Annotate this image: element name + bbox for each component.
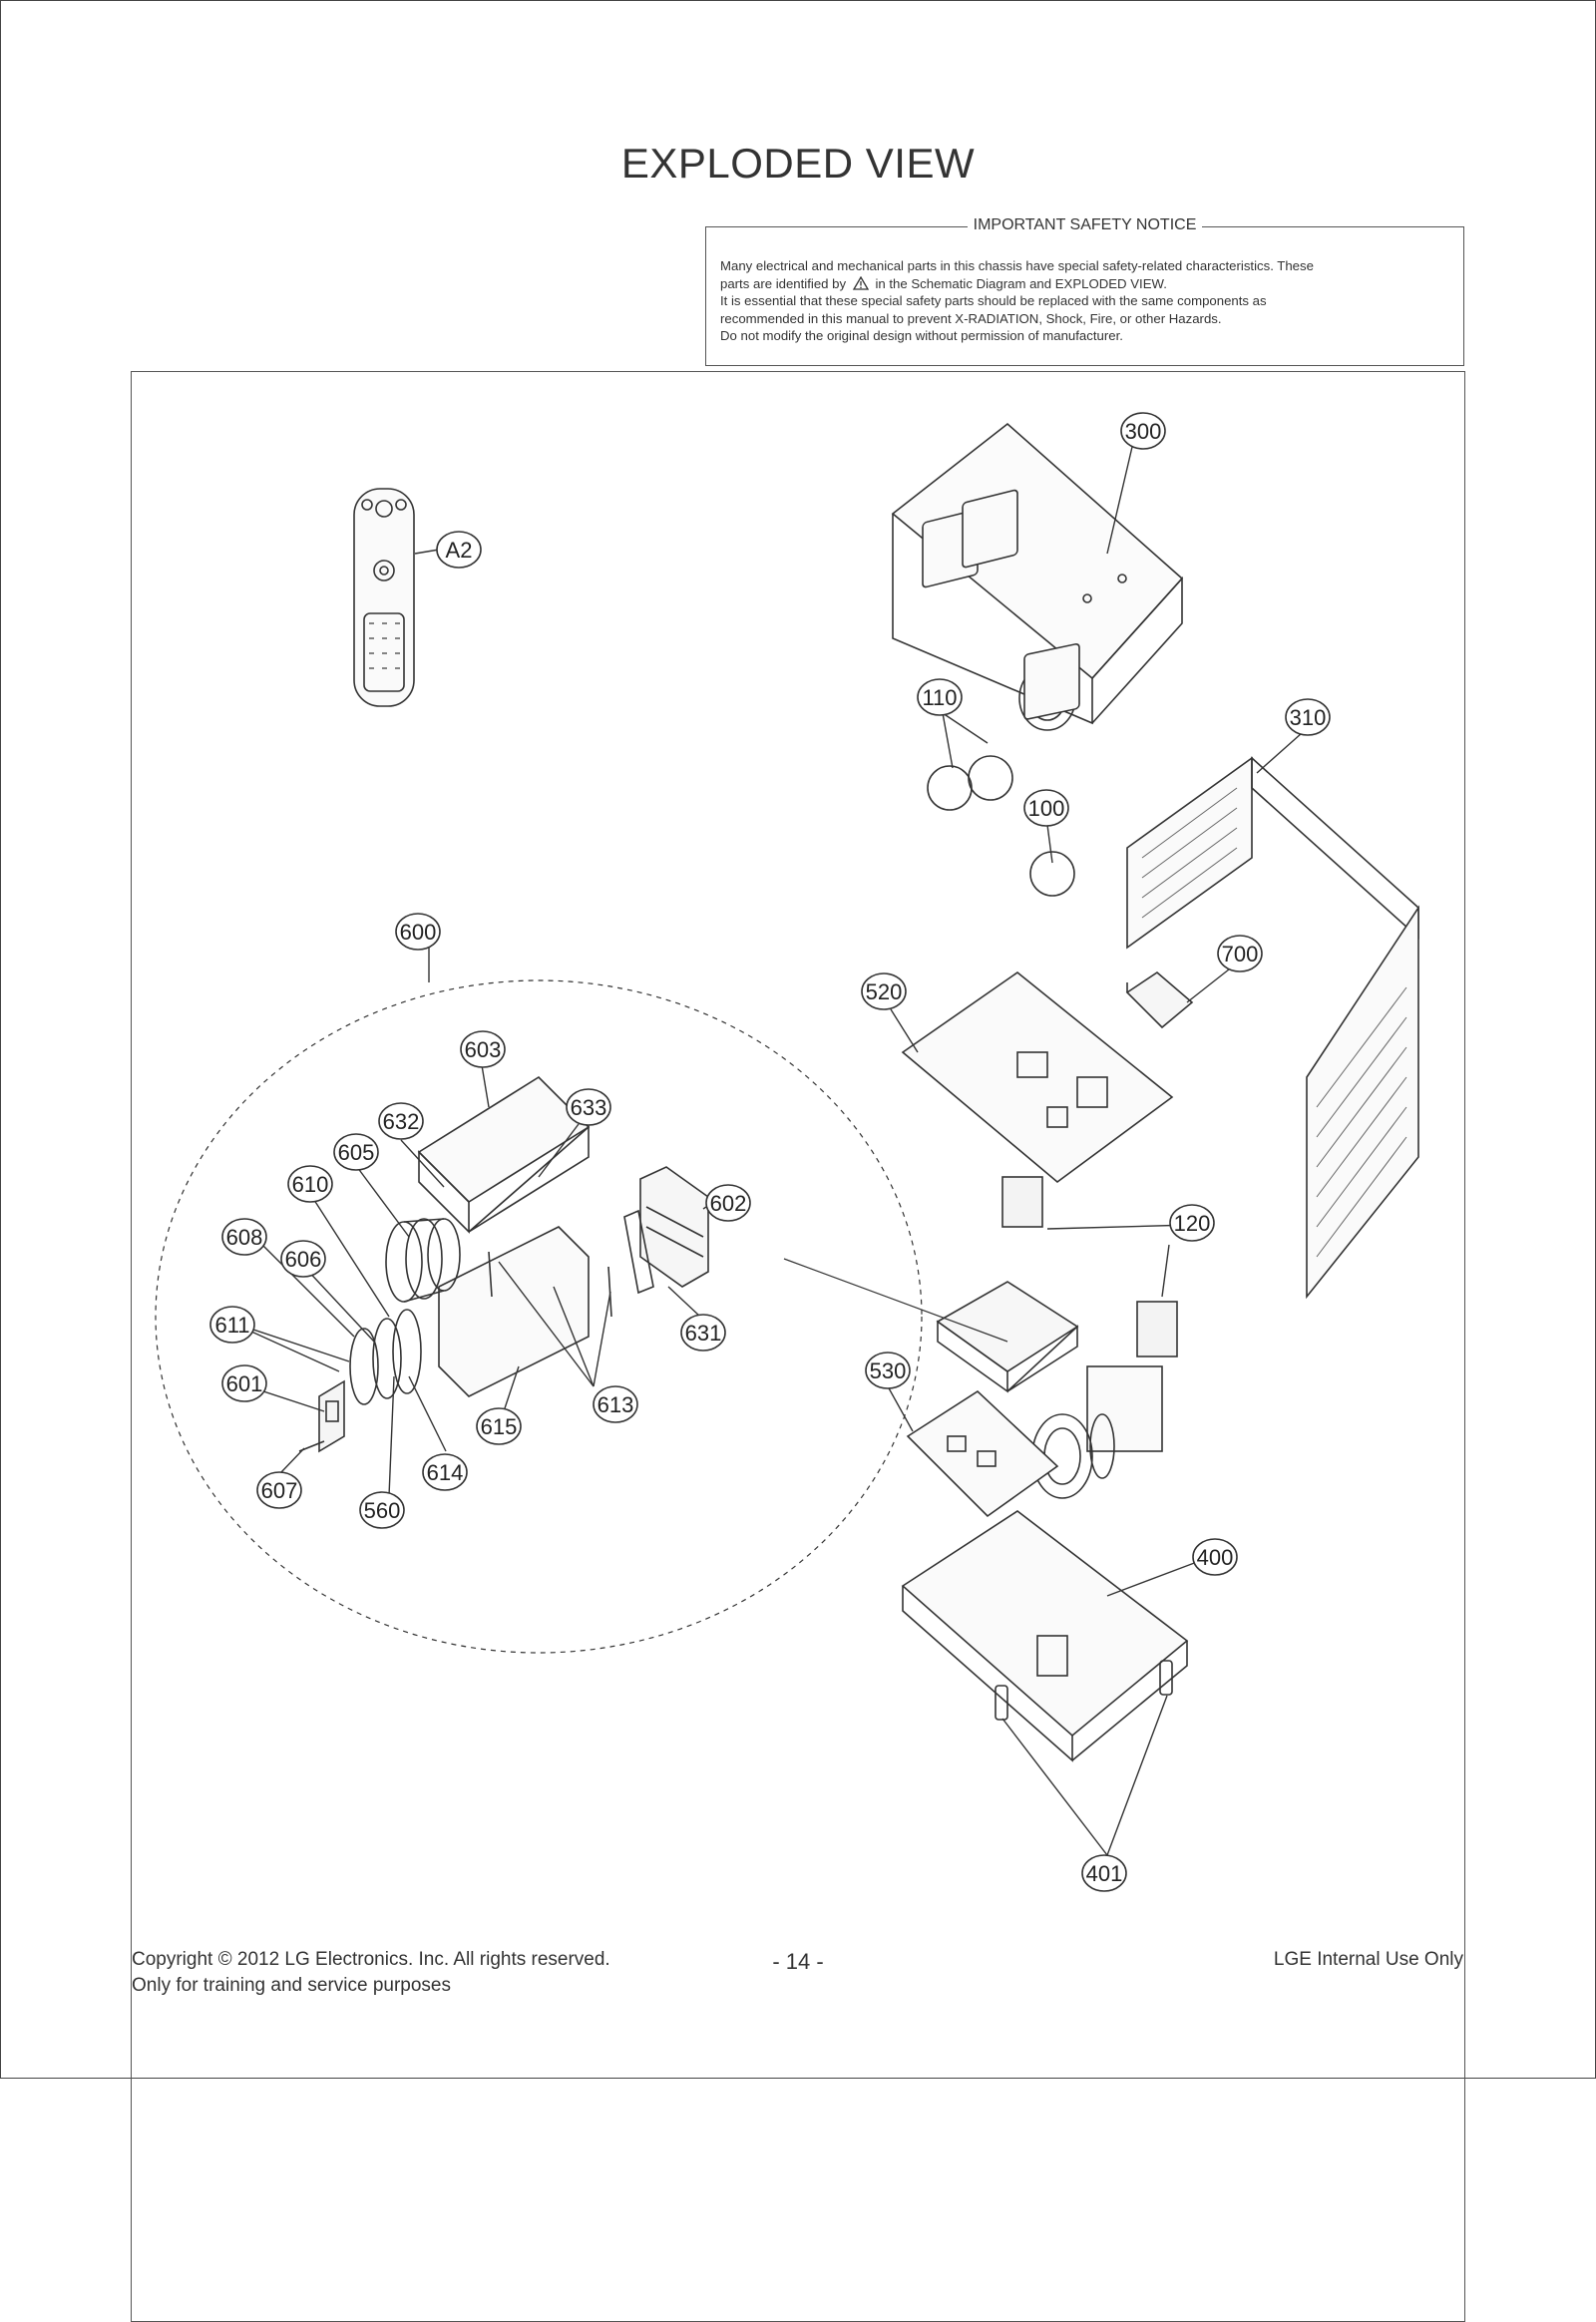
internal-use-label: LGE Internal Use Only <box>1273 1949 1463 1970</box>
callout-631-text: 631 <box>685 1321 722 1346</box>
callout-310-text: 310 <box>1290 705 1327 730</box>
callout-615-text: 615 <box>481 1414 518 1439</box>
callout-400-text: 400 <box>1197 1545 1234 1570</box>
notice-line-3: It is essential that these special safet… <box>720 293 1267 308</box>
purpose-text: Only for training and service purposes <box>132 1975 451 1996</box>
footer-left: Copyright © 2012 LG Electronics. Inc. Al… <box>132 1947 610 1999</box>
callout-605-text: 605 <box>338 1140 375 1165</box>
bottom-case-drawing <box>901 1510 1189 1762</box>
callout-614-text: 614 <box>427 1460 464 1485</box>
callout-120: 120 <box>1169 1204 1215 1242</box>
callout-607-text: 607 <box>261 1478 298 1503</box>
callout-633-text: 633 <box>571 1095 607 1120</box>
remote-control-drawing <box>353 488 415 707</box>
callout-601: 601 <box>221 1364 267 1402</box>
detail-circle <box>155 979 923 1654</box>
notice-line-5: Do not modify the original design withou… <box>720 328 1123 343</box>
notice-line-1: Many electrical and mechanical parts in … <box>720 258 1314 273</box>
callout-615: 615 <box>476 1407 522 1445</box>
callout-632: 632 <box>378 1102 424 1140</box>
callouts: 300 A2 110 310 100 600 700 520 <box>209 412 1331 1892</box>
callout-633: 633 <box>566 1088 611 1126</box>
callout-310: 310 <box>1285 698 1331 736</box>
callout-100-text: 100 <box>1028 796 1065 821</box>
callout-613-text: 613 <box>598 1392 634 1417</box>
callout-606-text: 606 <box>285 1247 322 1272</box>
filter-plates-drawing <box>349 1309 422 1405</box>
callout-520: 520 <box>861 972 907 1010</box>
callout-600-text: 600 <box>400 920 437 945</box>
callout-608-text: 608 <box>226 1225 263 1250</box>
callout-300-text: 300 <box>1125 419 1162 444</box>
small-parts-drawing <box>298 1379 345 1453</box>
warning-triangle-icon <box>852 275 869 290</box>
callout-110-text: 110 <box>922 685 957 710</box>
callout-520-text: 520 <box>866 979 903 1004</box>
safety-notice-body: Many electrical and mechanical parts in … <box>720 257 1449 345</box>
exploded-view-diagram: 300 A2 110 310 100 600 700 520 <box>155 412 1419 1892</box>
notice-line-2: parts are identified by in the Schematic… <box>720 275 1449 293</box>
callout-700: 700 <box>1217 935 1263 972</box>
callout-602: 602 <box>705 1184 751 1222</box>
notice-line-2-pre: parts are identified by <box>720 275 847 291</box>
callout-530: 530 <box>865 1352 911 1389</box>
leader-lines <box>228 446 1303 1856</box>
lens-drawing <box>385 1218 461 1303</box>
callout-632-text: 632 <box>383 1109 420 1134</box>
page-number: - 14 - <box>772 1949 824 1974</box>
top-cover-drawing <box>891 422 1184 731</box>
callout-605: 605 <box>333 1133 379 1171</box>
callout-603: 603 <box>460 1030 506 1068</box>
page-title: EXPLODED VIEW <box>620 140 976 187</box>
callout-631: 631 <box>680 1314 726 1352</box>
callout-602-text: 602 <box>710 1191 747 1216</box>
safety-notice-heading: IMPORTANT SAFETY NOTICE <box>706 216 1463 234</box>
copyright-text: Copyright © 2012 LG Electronics. Inc. Al… <box>132 1949 610 1970</box>
callout-300: 300 <box>1120 412 1166 450</box>
callout-100: 100 <box>1023 789 1069 827</box>
callout-614: 614 <box>422 1453 468 1491</box>
callout-601-text: 601 <box>226 1371 263 1396</box>
callout-607: 607 <box>256 1471 302 1509</box>
callout-610: 610 <box>287 1165 333 1203</box>
heatsink-drawing <box>639 1166 709 1288</box>
rear-chassis-drawing <box>1126 756 1419 1300</box>
callout-603-text: 603 <box>465 1037 502 1062</box>
callout-560: 560 <box>359 1491 405 1529</box>
callout-110: 110 <box>917 678 963 716</box>
callout-A2-text: A2 <box>446 538 473 563</box>
safety-notice-box: IMPORTANT SAFETY NOTICE Many electrical … <box>705 216 1464 366</box>
callout-A2: A2 <box>436 531 482 569</box>
main-pcb-drawing <box>901 971 1174 1184</box>
callout-400: 400 <box>1192 1538 1238 1576</box>
engine-body-drawing <box>438 1226 590 1397</box>
callout-560-text: 560 <box>364 1498 401 1523</box>
fans-drawing <box>922 489 1018 811</box>
callout-401: 401 <box>1081 1854 1127 1892</box>
callout-608: 608 <box>221 1218 267 1256</box>
fan-100-drawing <box>1023 642 1080 897</box>
callout-530-text: 530 <box>870 1358 907 1383</box>
lamp-housing-drawing <box>417 1075 591 1234</box>
callout-611-text: 611 <box>214 1313 249 1338</box>
callout-700-text: 700 <box>1222 942 1259 967</box>
screws-drawing <box>995 1660 1173 1721</box>
callout-600: 600 <box>395 913 441 951</box>
bracket-drawing <box>1125 970 1194 1029</box>
callout-613: 613 <box>593 1385 638 1423</box>
callout-120-text: 120 <box>1174 1211 1211 1236</box>
callout-610-text: 610 <box>292 1172 329 1197</box>
callout-401-text: 401 <box>1086 1861 1123 1886</box>
optical-engine-drawing <box>936 1281 1163 1499</box>
callout-606: 606 <box>280 1240 326 1278</box>
notice-line-4: recommended in this manual to prevent X-… <box>720 310 1222 326</box>
light-block-drawing <box>1001 1176 1178 1357</box>
safety-notice-heading-text: IMPORTANT SAFETY NOTICE <box>967 216 1203 233</box>
power-pcb-drawing <box>906 1389 1059 1518</box>
bracket-631-drawing <box>623 1209 654 1295</box>
callout-611: 611 <box>209 1306 255 1344</box>
notice-line-2-post: in the Schematic Diagram and EXPLODED VI… <box>875 275 1167 291</box>
